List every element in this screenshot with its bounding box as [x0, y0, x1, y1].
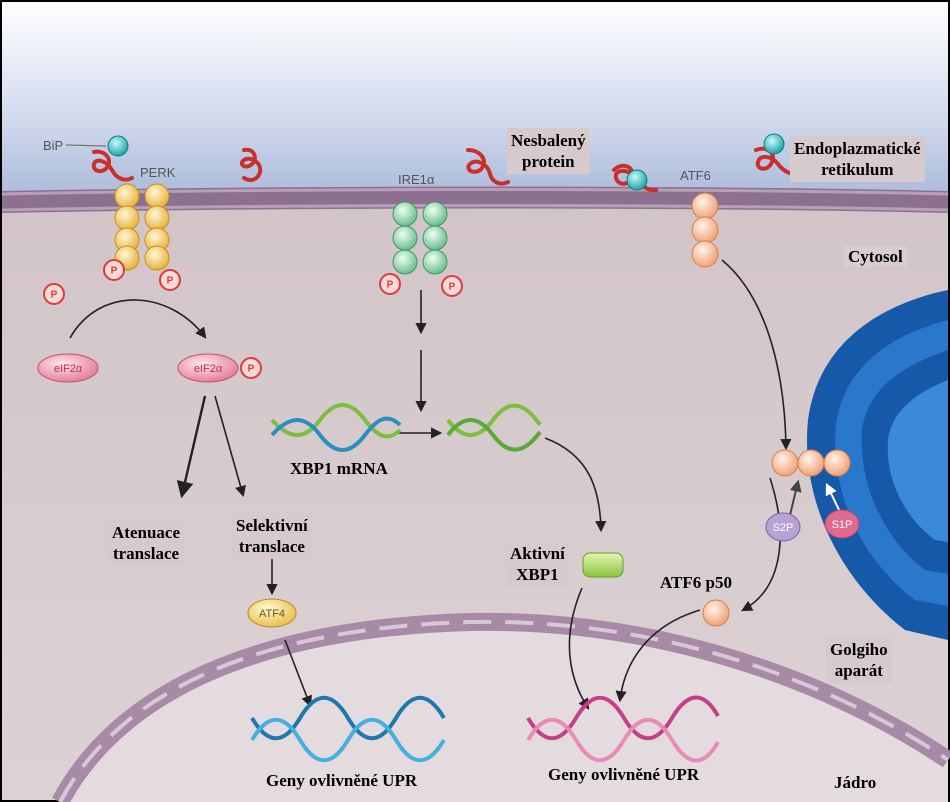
arrow-cleavage	[741, 477, 781, 612]
nucleus-label: Jádro	[834, 773, 877, 792]
upr-genes-right-label: Geny ovlivněné UPR	[548, 765, 700, 784]
svg-text:P: P	[449, 282, 456, 293]
attenuation-label: Atenuace translace	[108, 520, 184, 566]
active-xbp1-label: Aktivní XBP1	[506, 541, 569, 587]
arrow-attenuation	[176, 395, 207, 499]
arrow-xbp1-dna	[568, 587, 590, 710]
svg-text:P: P	[111, 266, 118, 277]
bip-chaperone	[107, 135, 129, 157]
svg-text:eIF2α: eIF2α	[194, 363, 223, 375]
xbp1-mrna-spliced	[446, 403, 542, 452]
perk-receptor	[114, 183, 170, 271]
phosphate-perk-left: P	[103, 259, 125, 281]
svg-text:P: P	[387, 280, 394, 291]
arrow-phospho	[69, 299, 207, 339]
phosphate-ire1-right: P	[441, 275, 463, 297]
bip-label: BiP	[43, 138, 64, 153]
arrow-atf6-golgi	[721, 259, 792, 451]
er-lumen	[2, 2, 948, 202]
svg-text:P: P	[248, 364, 255, 375]
eif2a-unphosphorylated: eIF2α	[37, 353, 99, 383]
perk-label: PERK	[140, 165, 176, 180]
cytosol-label: Cytosol	[844, 246, 907, 267]
er-label: Endoplazmatické retikulum	[790, 136, 925, 182]
arrow-xbp1	[544, 437, 607, 533]
dna-helix-left	[250, 695, 446, 762]
atf6-golgi-complex	[771, 449, 851, 477]
unfolded-protein-label: Nesbalený protein	[507, 128, 590, 174]
phosphate-perk-right: P	[159, 269, 181, 291]
bip-chaperone-atf6	[626, 169, 648, 191]
unfolded-protein-1	[239, 147, 263, 182]
arrow-atf6p50-dna	[615, 609, 701, 703]
bip-chaperone-er	[763, 133, 785, 155]
atf4-protein: ATF4	[247, 598, 297, 628]
s1p-protease: S1P	[824, 509, 860, 539]
unfolded-protein-2	[466, 148, 510, 186]
atf6-receptor	[691, 192, 719, 268]
svg-text:P: P	[167, 276, 174, 287]
atf6-label: ATF6	[680, 168, 711, 183]
er-membrane	[1, 186, 949, 213]
unfolded-protein-perk	[91, 149, 134, 182]
eif2a-phosphorylated: eIF2α P	[177, 353, 262, 383]
xbp1-mrna-label: XBP1 mRNA	[290, 459, 388, 478]
ire1-receptor	[392, 201, 448, 275]
s2p-protease: S2P	[765, 512, 801, 542]
arrow-selective	[214, 395, 246, 498]
svg-text:P: P	[51, 290, 58, 301]
dna-helix-right	[526, 695, 720, 763]
arrow-atf4-dna	[284, 639, 313, 708]
unfolded-protein-4	[754, 146, 802, 176]
ire1-label: IRE1α	[398, 172, 435, 187]
golgi-apparatus	[806, 290, 948, 640]
svg-text:eIF2α: eIF2α	[54, 363, 83, 375]
atf6p50-label: ATF6 p50	[660, 573, 732, 592]
upr-genes-left-label: Geny ovlivněné UPR	[266, 771, 418, 790]
s2p-label: S2P	[773, 522, 794, 534]
xbp1-mrna-unspliced	[270, 403, 402, 452]
phosphate-ire1-left: P	[379, 273, 401, 295]
nucleus-region	[60, 621, 948, 802]
svg-text:ATF4: ATF4	[259, 608, 285, 620]
atf6-p50-ball	[702, 599, 730, 627]
xbp1-active-protein	[582, 552, 624, 578]
s1p-label: S1P	[832, 519, 853, 531]
selective-translation-label: Selektivní translace	[232, 513, 312, 559]
golgi-label: Golgiho aparát	[826, 637, 892, 683]
phosphate-free: P	[43, 283, 65, 305]
